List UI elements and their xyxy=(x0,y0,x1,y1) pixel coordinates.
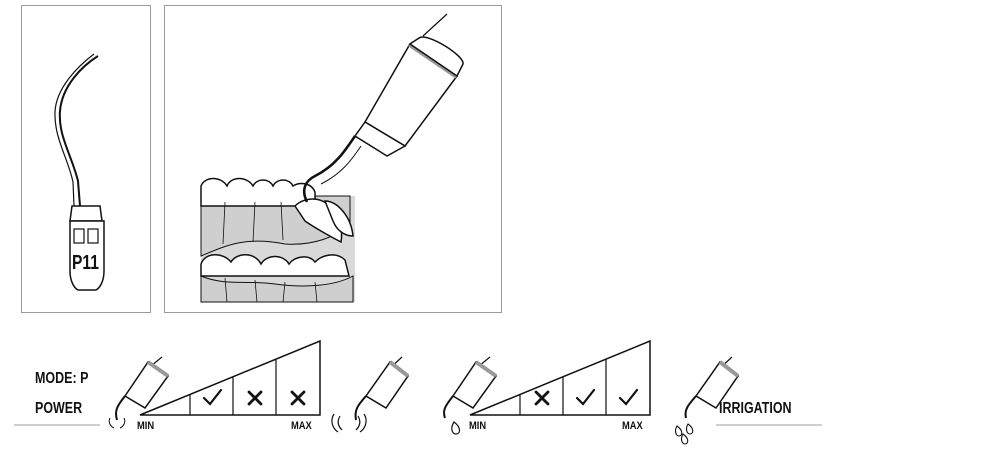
irrigation-max-icon xyxy=(674,356,740,445)
irrigation-min-icon xyxy=(443,356,498,435)
teeth-illustration xyxy=(200,13,464,303)
power-label: POWER xyxy=(35,400,83,417)
tip-code: P11 xyxy=(72,252,99,274)
power-max-label: MAX xyxy=(291,420,312,432)
power-marks xyxy=(202,388,306,406)
tip-panel: P11 xyxy=(21,5,151,313)
irrigation-scale-triangle xyxy=(469,339,651,416)
cross-icon xyxy=(247,390,263,406)
power-scale-triangle xyxy=(139,339,321,416)
handpiece-max-icon xyxy=(331,356,410,433)
irrigation-marks xyxy=(534,388,639,406)
irrigation-label: IRRIGATION xyxy=(719,400,792,417)
mode-label: MODE: P xyxy=(35,370,89,387)
irrigation-max-label: MAX xyxy=(622,420,643,432)
check-icon xyxy=(575,388,596,406)
handpiece-min-icon xyxy=(108,356,170,429)
demo-panel xyxy=(164,5,502,313)
cross-icon xyxy=(290,390,306,406)
check-icon xyxy=(618,388,639,406)
irrigation-min-label: MIN xyxy=(469,420,487,432)
cross-icon xyxy=(534,390,550,406)
check-icon xyxy=(202,388,223,406)
tip-illustration xyxy=(54,53,105,291)
power-min-label: MIN xyxy=(137,420,155,432)
